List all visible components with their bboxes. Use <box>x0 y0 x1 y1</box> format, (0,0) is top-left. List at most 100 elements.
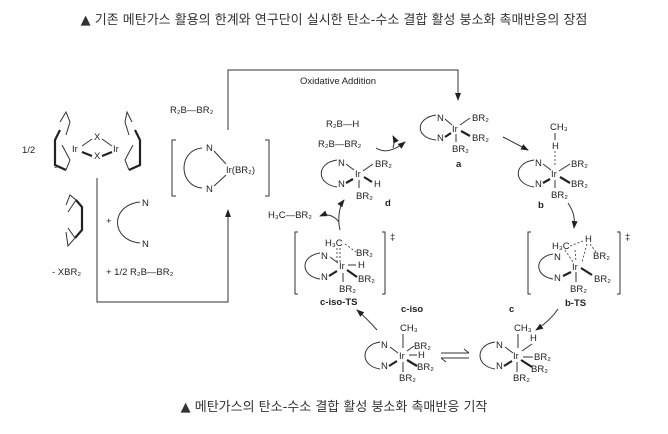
dagger: ‡ <box>390 232 395 243</box>
ir-atom: Ir <box>551 169 557 180</box>
h-atom: H <box>418 350 425 361</box>
h-atom: H <box>552 141 559 152</box>
intermediate-c-iso: c-iso CH₃ N N Ir BR₂ H BR₂ BR₂ <box>364 304 434 384</box>
br2-group: BR₂ <box>571 159 588 170</box>
stoich-half: 1/2 <box>22 145 35 156</box>
oxidative-addition-label: Oxidative Addition <box>300 76 376 87</box>
br2-group: BR₂ <box>356 248 373 259</box>
label-b-ts: b-TS <box>565 298 586 309</box>
intermediate-c: c CH₃ H N N Ir BR₂ BR₂ BR₂ <box>479 304 551 384</box>
n-atom: N <box>142 239 149 250</box>
x-bridge: X <box>94 132 101 143</box>
br2-group: BR₂ <box>414 341 431 352</box>
plus-sign: + <box>106 216 112 227</box>
transition-state-c-iso-ts: ‡ H₃C BR₂ N N Ir H BR₂ BR₂ c-iso-TS <box>294 231 395 308</box>
intermediate-d: N N Ir BR₂ H BR₂ d <box>320 158 392 209</box>
br2-group: BR₂ <box>356 191 373 202</box>
n-atom: N <box>496 340 503 351</box>
label-b: b <box>538 200 544 211</box>
ir-atom: Ir <box>399 351 405 362</box>
intermediate-a: N N Ir BR₂ BR₂ BR₂ a <box>419 113 489 170</box>
ch3-group: CH₃ <box>550 122 568 133</box>
n-atom: N <box>338 179 345 190</box>
methylboronate-product: H₃C—BR₂ <box>268 210 312 221</box>
dagger: ‡ <box>625 232 630 243</box>
br2-group: BR₂ <box>417 362 434 373</box>
ir-atom: Ir <box>339 261 345 272</box>
oxidative-addition-arrow <box>227 69 461 130</box>
n-atom: N <box>321 251 328 262</box>
n-atom: N <box>206 184 213 195</box>
n-atom: N <box>437 113 444 124</box>
ir-atom: Ir <box>355 169 361 180</box>
cod-ligand <box>65 194 84 248</box>
br2-group: BR₂ <box>570 284 587 295</box>
transition-state-b-ts: ‡ H₃C H N N Ir BR₂ BR₂ BR₂ b-TS <box>527 231 630 309</box>
br2-group: BR₂ <box>534 352 551 363</box>
h3c-group: H₃C <box>552 241 570 252</box>
br2-group: BR₂ <box>472 113 489 124</box>
br2-group: BR₂ <box>531 364 548 375</box>
n-atom: N <box>437 133 444 144</box>
ir-atom: Ir <box>113 144 119 155</box>
n-atom: N <box>381 340 388 351</box>
br2-group: BR₂ <box>358 274 375 285</box>
h3c-group: H₃C <box>325 238 343 249</box>
arrow-c-iso-to-ts <box>356 309 378 331</box>
bidentate-ligand-arc <box>117 201 141 244</box>
arrow-ts-to-d <box>337 199 345 231</box>
minus-xbr2: - XBR₂ <box>52 267 81 278</box>
product-release-arrow <box>319 210 340 223</box>
label-a: a <box>456 159 462 170</box>
n-atom: N <box>321 272 328 283</box>
ch3-group: CH₃ <box>400 323 418 334</box>
br2-group: BR₂ <box>551 190 568 201</box>
n-atom: N <box>381 361 388 372</box>
minus-sign: - <box>54 162 57 173</box>
n-atom: N <box>554 252 561 263</box>
ch3-group: CH₃ <box>514 323 532 334</box>
label-c: c <box>509 304 514 315</box>
br2-group: BR₂ <box>594 274 611 285</box>
regeneration-arrow <box>375 141 406 152</box>
br2-group: BR₂ <box>571 179 588 190</box>
br2-group: BR₂ <box>472 133 489 144</box>
arrow-b-to-bts <box>567 202 578 229</box>
h-atom: H <box>530 333 537 344</box>
n-atom: N <box>142 198 149 209</box>
diboron-reagent: R₂B—BR₂ <box>170 105 214 116</box>
arrow-bts-to-c <box>535 308 559 331</box>
ir-br2: Ir(BR₂) <box>226 165 255 176</box>
br2-group: BR₂ <box>339 284 356 295</box>
equilibrium-arrows <box>440 348 470 363</box>
br2-group: BR₂ <box>593 251 610 262</box>
hydroborane-byproduct: R₂B—H <box>326 119 359 130</box>
ir-atom: Ir <box>513 351 519 362</box>
n-atom: N <box>338 158 345 169</box>
arrow-a-to-b <box>502 136 529 151</box>
active-catalyst: N N Ir(BR₂) <box>171 139 270 197</box>
h-atom: H <box>374 179 381 190</box>
n-atom: N <box>554 273 561 284</box>
br2-group: BR₂ <box>375 159 392 170</box>
x-bridge: X <box>94 151 101 162</box>
n-atom: N <box>535 158 542 169</box>
bottom-caption: ▲ 메탄가스의 탄소-수소 결합 활성 붕소화 촉매반응 기작 <box>180 400 488 415</box>
br2-group: BR₂ <box>513 373 530 384</box>
h-atom: H <box>358 260 365 271</box>
label-c-iso: c-iso <box>401 304 423 315</box>
n-atom: N <box>535 179 542 190</box>
label-d: d <box>385 198 391 209</box>
ir-atom: Ir <box>72 144 78 155</box>
n-atom: N <box>206 143 213 154</box>
br2-group: BR₂ <box>399 373 416 384</box>
iridium-cod-dimer: 1/2 Ir Ir X X <box>22 110 142 172</box>
hb-release-arrow <box>392 135 399 149</box>
ir-atom: Ir <box>572 262 578 273</box>
top-caption: ▲ 기존 메탄가스 활용의 한계와 연구단이 실시한 탄소-수소 결합 활성 붕… <box>80 13 588 28</box>
plus-half-diboron: + 1/2 R₂B—BR₂ <box>106 267 174 278</box>
n-atom: N <box>496 361 503 372</box>
h-atom: H <box>585 234 592 245</box>
ir-atom: Ir <box>452 124 458 135</box>
